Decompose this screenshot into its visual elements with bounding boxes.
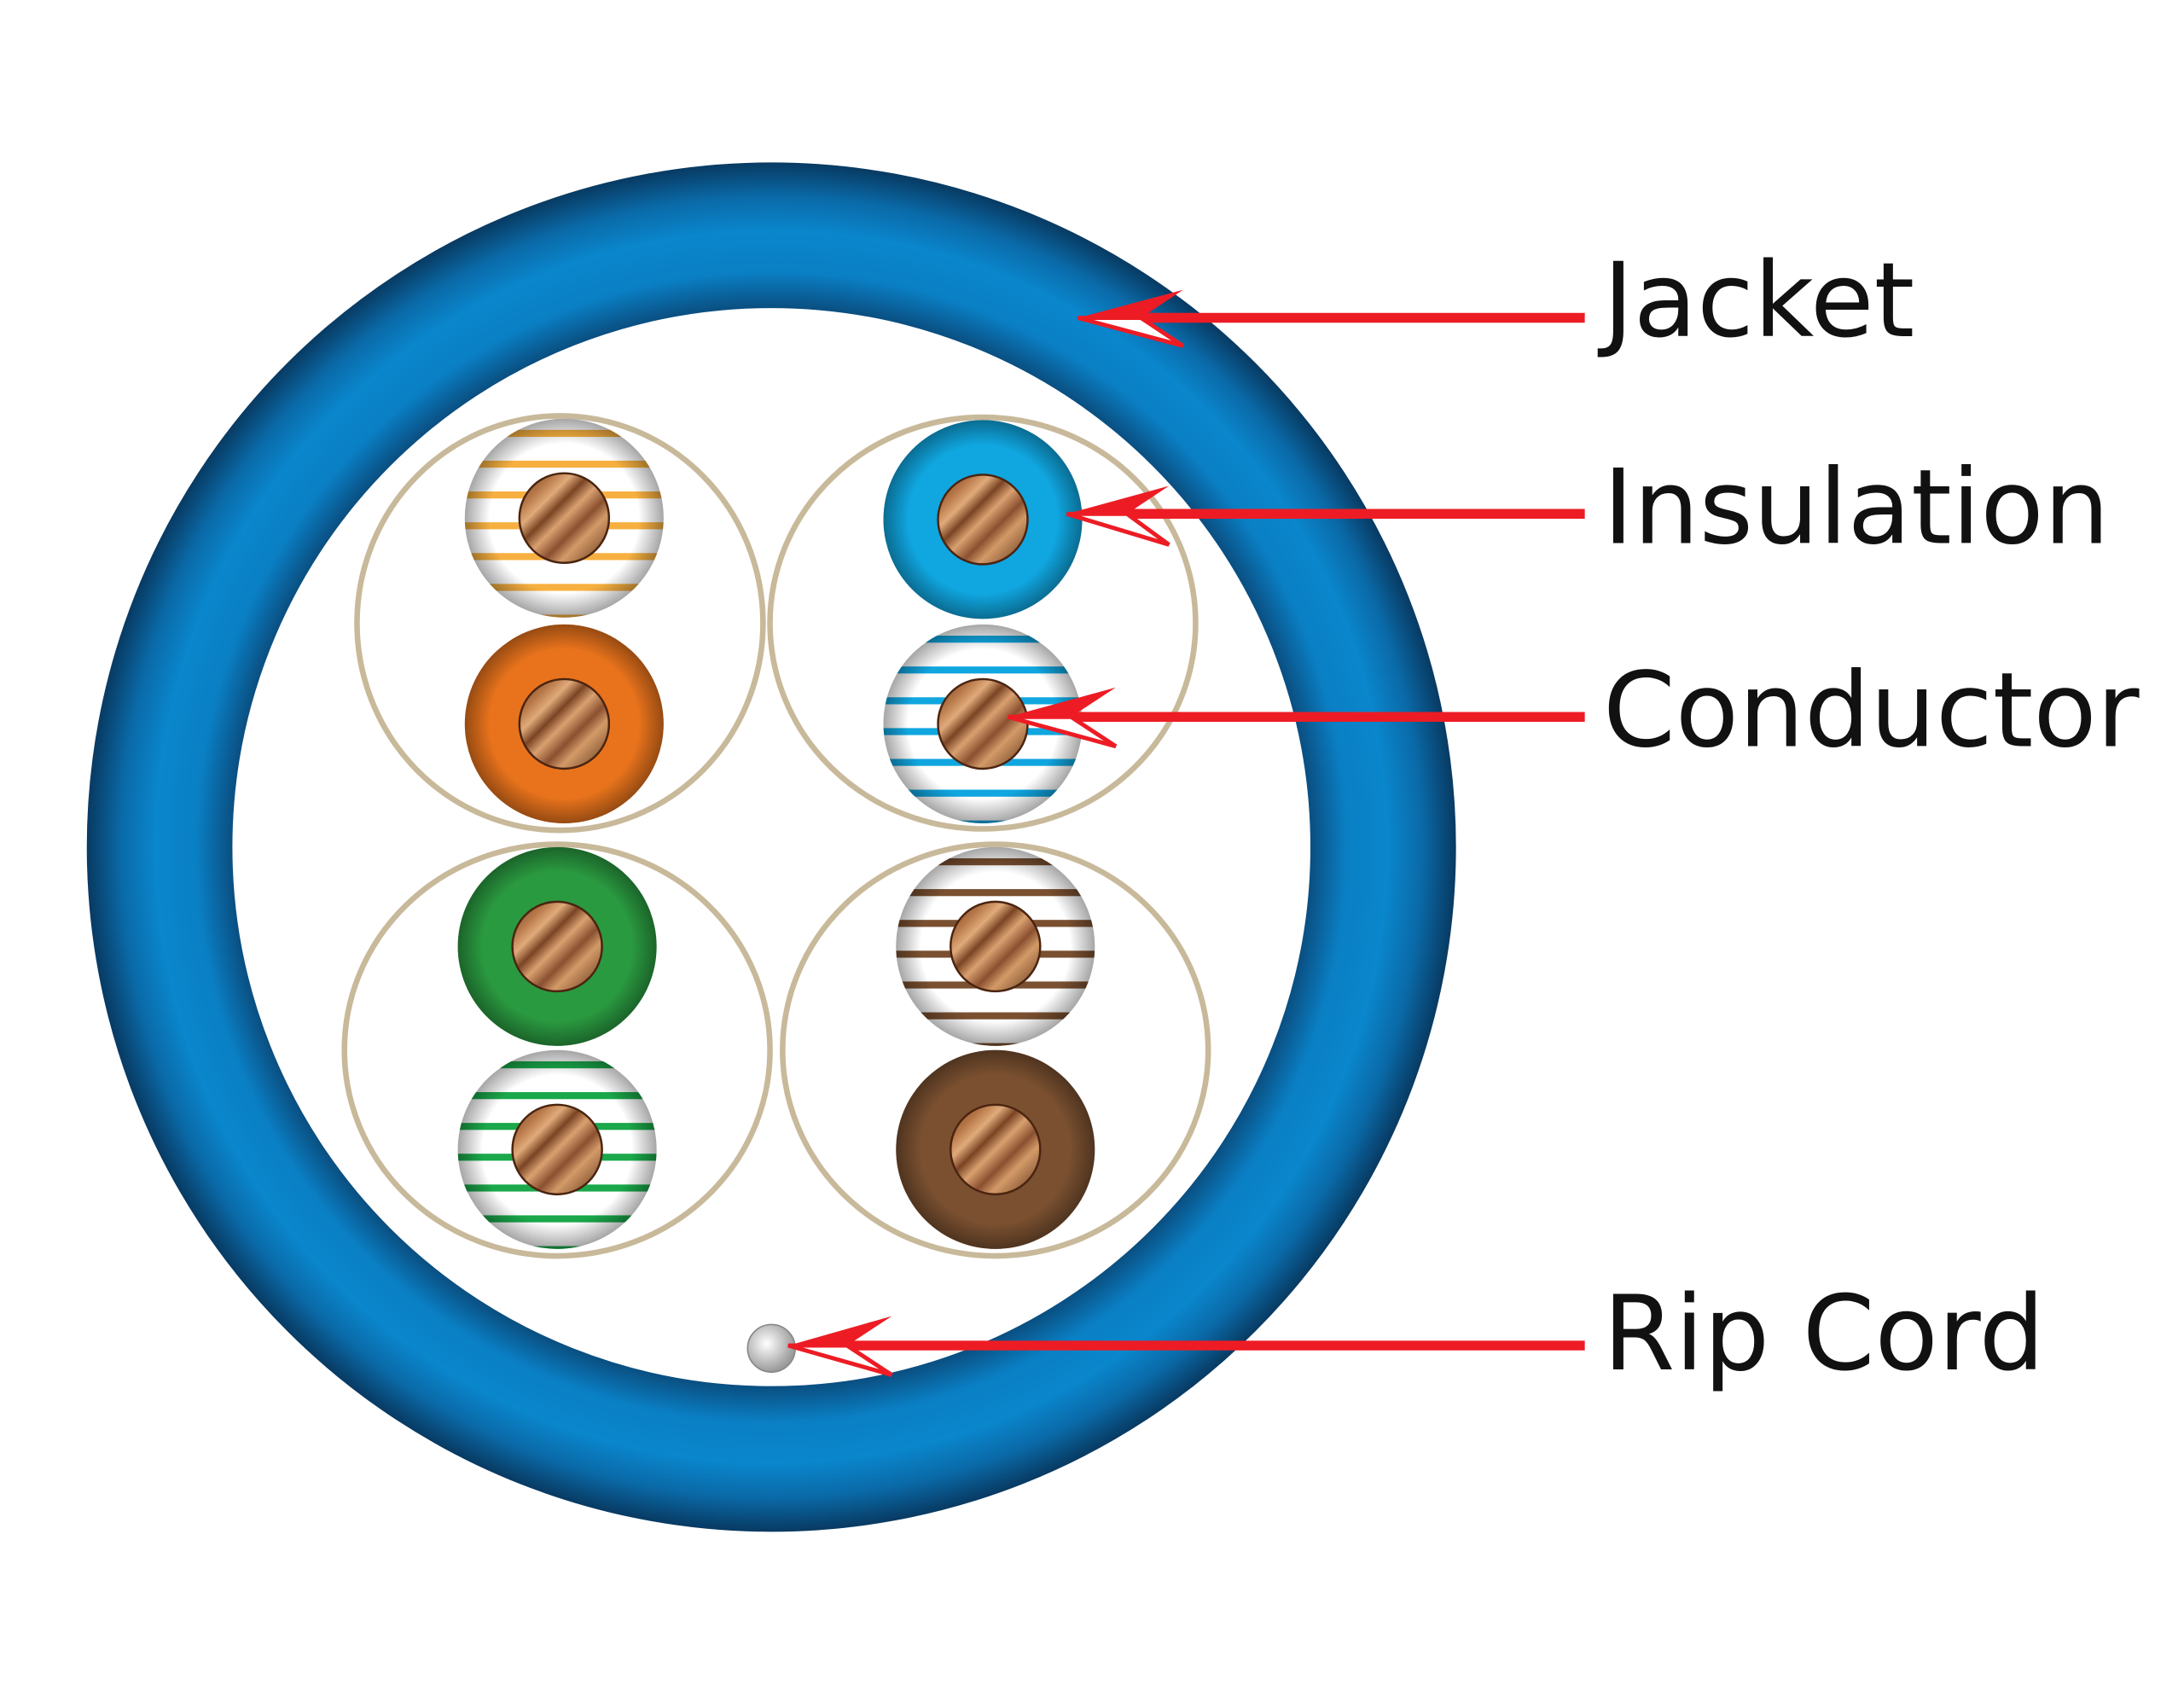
striped-insulated-wire [464,418,664,618]
orange-pair [354,413,766,834]
conductor [950,1103,1042,1196]
label-conductor: Conductor [1603,650,2140,771]
label-jacket: Jacket [1597,240,1914,361]
brown-pair [780,841,1211,1259]
callout-rip-cord: Rip Cord [787,1273,2045,1394]
conductor [511,900,603,993]
arrowhead-outline-icon [1077,316,1185,348]
arrowhead-outline-icon [1066,511,1170,547]
twisted-pairs [341,413,1211,1259]
striped-insulated-wire [896,846,1095,1046]
conductor [518,472,611,564]
solid-insulated-wire [457,846,657,1046]
callout-jacket: Jacket [1077,240,1914,361]
solid-insulated-wire [464,624,664,823]
striped-insulated-wire [457,1049,657,1249]
rip-cord [746,1323,796,1374]
pair-wrap [341,841,773,1259]
arrowhead-icon [1066,485,1170,514]
conductor [950,900,1042,993]
conductor [937,677,1029,770]
solid-insulated-wire [896,1049,1095,1249]
jacket [86,162,1456,1532]
callout-insulation: Insulation [1066,447,2110,568]
arrowhead-outline-icon [1007,714,1118,749]
conductor [937,474,1029,566]
label-rip-cord: Rip Cord [1603,1273,2045,1394]
green-pair [341,841,773,1259]
pair-wrap [767,414,1199,832]
label-insulation: Insulation [1603,447,2110,568]
blue-pair [767,414,1199,832]
solid-insulated-wire [883,420,1083,619]
conductor [511,1103,603,1196]
pair-wrap [780,841,1211,1259]
conductor [518,677,611,770]
arrowhead-outline-icon [787,1343,893,1377]
pair-wrap [354,413,766,834]
